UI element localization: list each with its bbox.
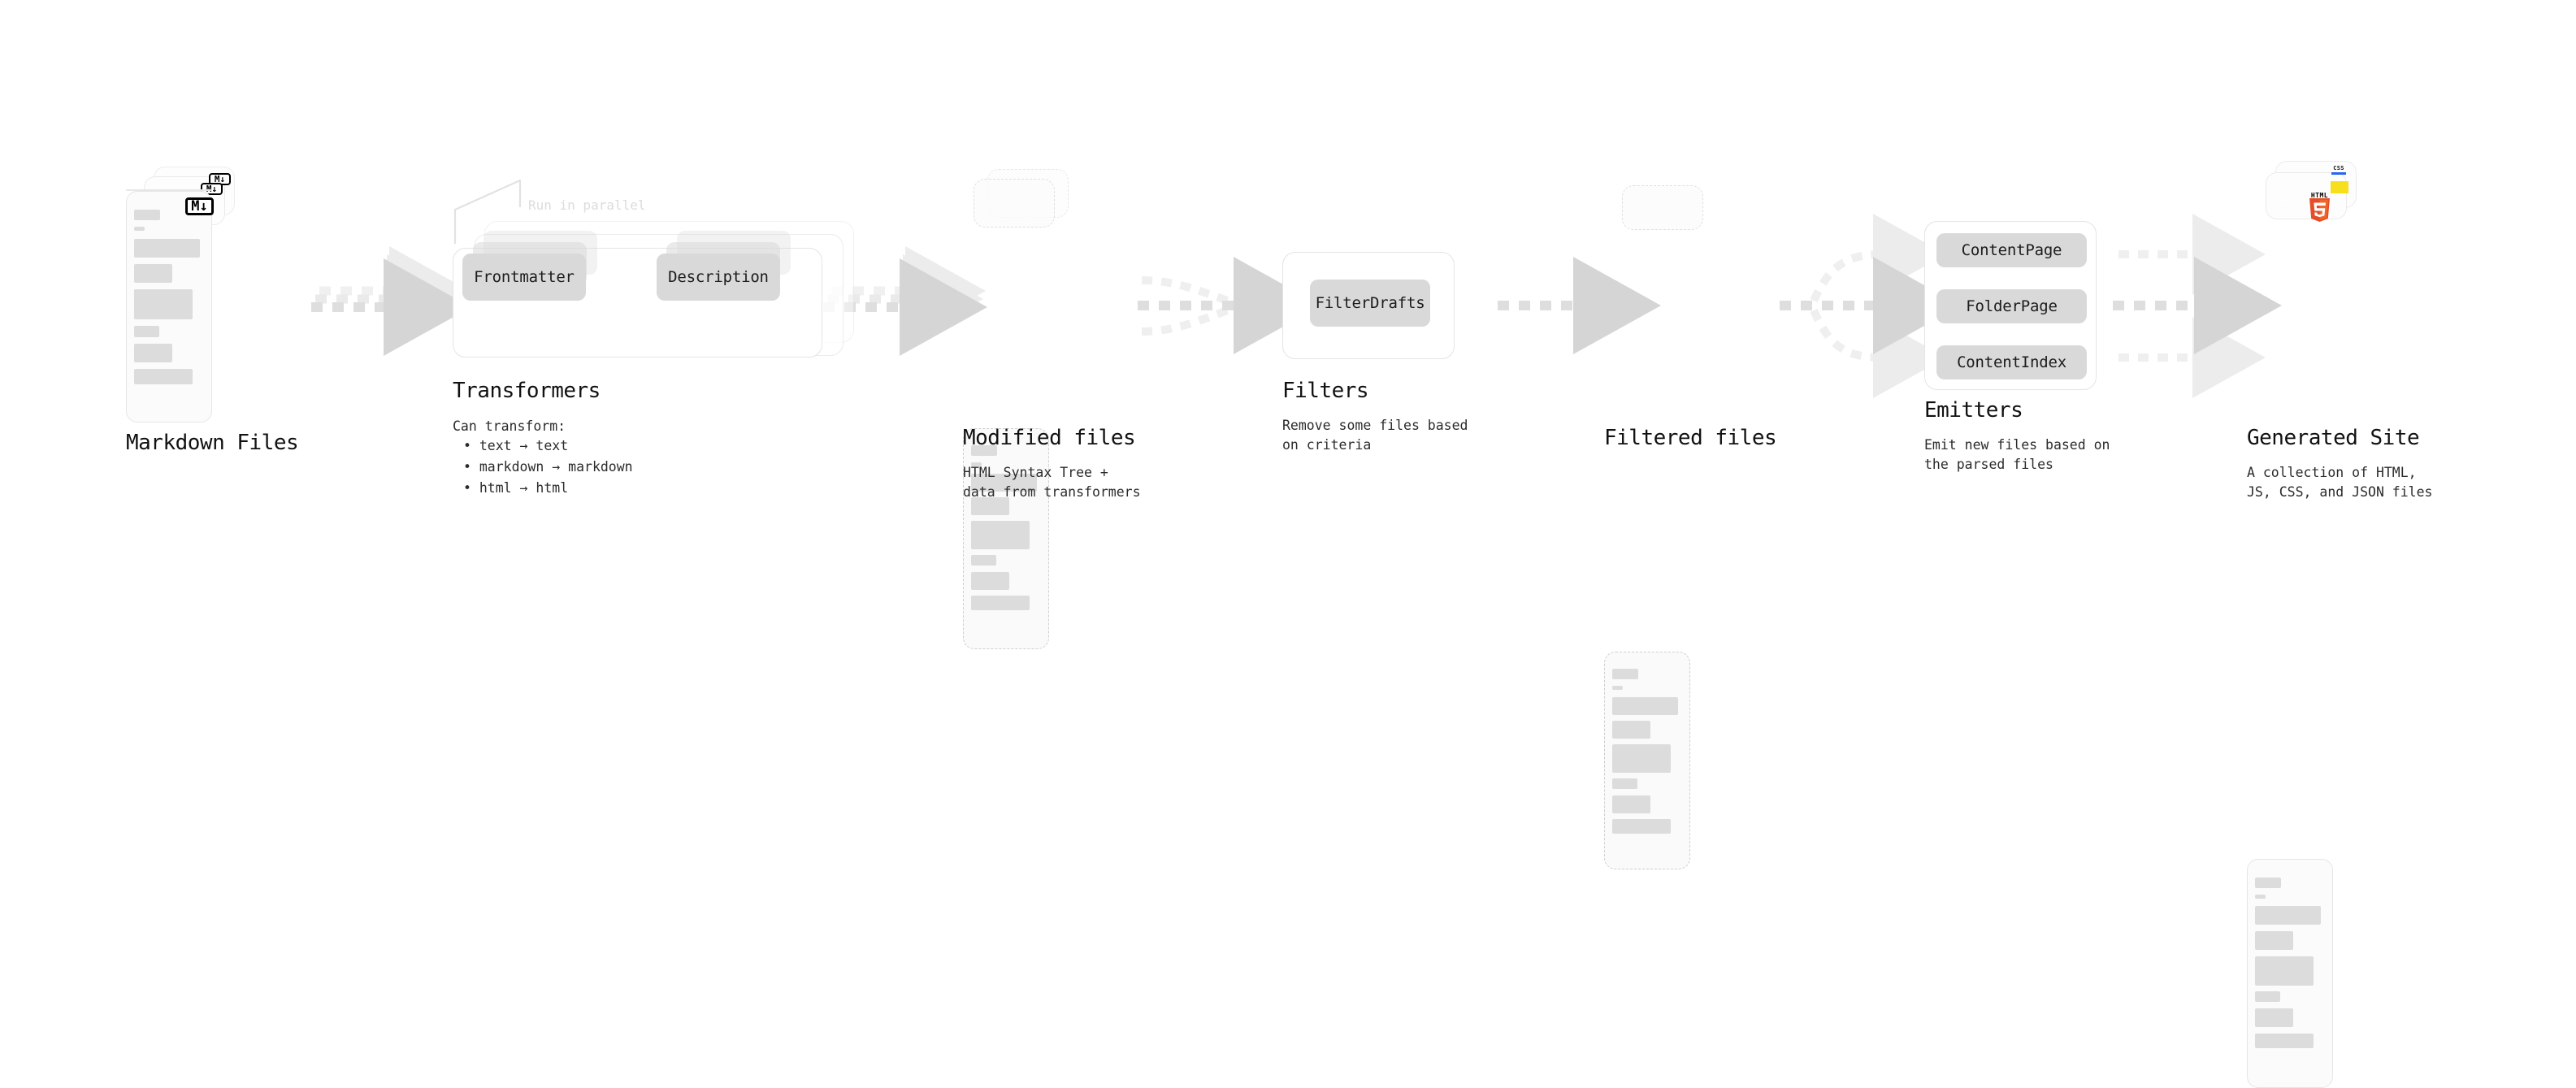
css3-icon-bar — [2331, 172, 2346, 175]
stage-title-markdown-files: Markdown Files — [126, 431, 299, 455]
skeleton-block-5 — [971, 572, 1009, 590]
connector-filtered-to-emitters — [1780, 214, 1961, 398]
connector-emitters-to-site — [2113, 214, 2282, 398]
connector-modified-to-filters — [1138, 257, 1321, 354]
diagram-canvas: M↓ M↓ M↓ Markdown Files Frontmatter Desc… — [126, 161, 2433, 1088]
generated-site-document — [2247, 859, 2333, 1088]
skeleton-block-6 — [1612, 819, 1671, 834]
modified-doc-ghost-1 — [974, 179, 1055, 228]
skeleton-title — [134, 210, 160, 220]
skeleton-block-1 — [971, 474, 1037, 492]
stage-caption-emitters: Emit new files based on the parsed files — [1924, 437, 2110, 472]
skeleton-block-4 — [134, 326, 159, 337]
modified-files-document — [963, 428, 1049, 649]
skeleton-title — [1612, 669, 1638, 679]
skeleton-title — [2255, 878, 2281, 888]
skeleton-title — [971, 445, 997, 456]
stage-markdown-files: M↓ M↓ — [126, 167, 235, 225]
stage-title-filters: Filters — [1282, 379, 1369, 403]
skeleton-block-5 — [1612, 795, 1650, 813]
skeleton-block-3 — [971, 521, 1030, 549]
markdown-files-document — [126, 191, 212, 423]
stage-title-emitters: Emitters — [1924, 398, 2023, 423]
css3-icon-label: CSS — [2333, 165, 2344, 171]
filtered-files-document — [1604, 652, 1690, 869]
skeleton-block-1 — [134, 239, 200, 258]
skeleton-block-6 — [134, 369, 193, 384]
skeleton-block-1 — [2255, 906, 2321, 925]
stage-title-generated-site: Generated Site — [2247, 426, 2420, 450]
skeleton-subtitle — [134, 227, 145, 231]
skeleton-subtitle — [2255, 895, 2266, 899]
filtered-doc-ghost-1 — [1622, 185, 1703, 230]
skeleton-block-3 — [2255, 956, 2314, 986]
skeleton-subtitle — [971, 462, 982, 466]
javascript-icon — [2331, 181, 2348, 193]
run-in-parallel-label: Run in parallel — [528, 197, 646, 213]
skeleton-block-1 — [1612, 697, 1678, 715]
stage-title-filtered-files: Filtered files — [1604, 426, 1777, 450]
skeleton-block-4 — [2255, 991, 2280, 1002]
emitter-chip-folderpage[interactable]: FolderPage — [1936, 289, 2087, 323]
skeleton-subtitle — [1612, 686, 1623, 690]
skeleton-block-3 — [1612, 744, 1671, 773]
connector-markdown-to-transformers — [311, 246, 471, 356]
stage-title-modified-files: Modified files — [963, 426, 1136, 450]
stage-title-transformers: Transformers — [453, 379, 601, 403]
skeleton-block-6 — [2255, 1034, 2314, 1048]
html5-icon-label: HTML — [2310, 192, 2329, 199]
skeleton-block-5 — [2255, 1008, 2293, 1027]
emitter-chip-contentindex[interactable]: ContentIndex — [1936, 345, 2087, 379]
transformers-bullet-2: • html → html — [463, 480, 569, 496]
skeleton-block-2 — [134, 264, 172, 283]
site-doc-ghost-1 — [2266, 172, 2347, 219]
transformers-panel: Frontmatter Description — [453, 231, 822, 358]
markdown-icon: M↓ — [185, 197, 214, 215]
skeleton-block-2 — [2255, 931, 2293, 950]
stage-caption-filters: Remove some files based on criteria — [1282, 418, 1468, 453]
skeleton-block-2 — [1612, 721, 1650, 739]
markdown-files-card — [126, 189, 211, 191]
skeleton-block-2 — [971, 497, 1009, 515]
stage-caption-transformers: Can transform: — [453, 418, 566, 434]
skeleton-block-5 — [134, 344, 172, 362]
html5-icon: HTML — [2308, 192, 2331, 223]
skeleton-block-3 — [134, 289, 193, 319]
stage-caption-generated-site: A collection of HTML, JS, CSS, and JSON … — [2247, 465, 2433, 500]
filters-panel: FilterDrafts — [1282, 252, 1455, 359]
skeleton-block-6 — [971, 596, 1030, 610]
skeleton-block-4 — [1612, 778, 1637, 789]
skeleton-block-4 — [971, 555, 996, 566]
emitter-chip-contentpage[interactable]: ContentPage — [1936, 233, 2087, 267]
transformers-bullet-1: • markdown → markdown — [463, 459, 633, 475]
css3-icon: CSS — [2331, 165, 2346, 176]
transformer-chip-description[interactable]: Description — [657, 254, 780, 301]
stage-caption-modified-files: HTML Syntax Tree + data from transformer… — [963, 465, 1141, 500]
transformers-bullet-0: • text → text — [463, 438, 569, 453]
emitters-panel: ContentPage FolderPage ContentIndex — [1924, 221, 2097, 390]
filter-chip-filterdrafts[interactable]: FilterDrafts — [1310, 280, 1430, 327]
transformer-chip-frontmatter[interactable]: Frontmatter — [462, 254, 586, 301]
